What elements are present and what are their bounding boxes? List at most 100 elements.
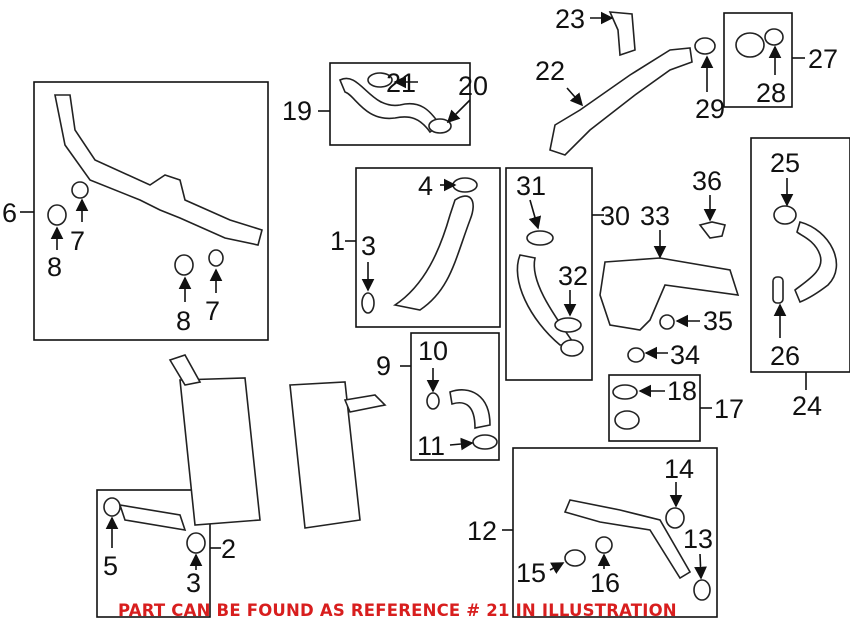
callout-36: 36	[692, 166, 722, 196]
callout-7: 7	[70, 226, 85, 256]
intake-pipe-part	[549, 47, 693, 156]
callout-11: 11	[417, 431, 445, 461]
hose-part	[794, 221, 838, 304]
clamp-part	[472, 434, 498, 450]
callout-22: 22	[535, 56, 565, 86]
elbow-hose-part	[449, 389, 491, 429]
o-ring-part	[186, 532, 206, 554]
clamp-part	[103, 497, 121, 517]
group-boxes	[33, 12, 850, 618]
grommet-part	[47, 204, 67, 226]
callout-20: 20	[458, 71, 488, 101]
intercooler-left-part	[179, 377, 261, 526]
o-ring-part	[361, 292, 375, 314]
callout-16: 16	[590, 568, 620, 598]
hose-end-part	[560, 339, 584, 357]
callout-8: 8	[176, 306, 191, 336]
box-ref-6	[33, 81, 269, 341]
grommet-part	[71, 181, 89, 199]
box-ref-19	[329, 62, 471, 146]
intercooler-inlet-part	[168, 354, 202, 386]
clamp-part	[452, 177, 478, 193]
grommet-part	[564, 549, 586, 567]
callout-30: 30	[600, 201, 630, 231]
leader-line-20	[446, 99, 471, 124]
callout-31: 31	[516, 171, 546, 201]
callout-13: 13	[683, 524, 713, 554]
o-ring-part	[693, 579, 711, 601]
callout-2: 2	[221, 534, 236, 564]
callout-23: 23	[555, 4, 585, 34]
box-ref-1	[355, 167, 501, 328]
callout-18: 18	[667, 376, 697, 406]
sensor-part	[698, 221, 726, 239]
clamp-part	[526, 230, 554, 246]
grommet-part	[208, 249, 224, 267]
callout-4: 4	[418, 171, 433, 201]
part-drawings	[47, 11, 838, 601]
grommet-part	[595, 536, 613, 554]
box-ref-27	[723, 12, 793, 108]
clamp-part	[367, 72, 393, 88]
box-ref-9	[410, 332, 500, 461]
callout-12: 12	[467, 516, 497, 546]
grommet-part	[665, 507, 685, 529]
clamp-part	[554, 317, 582, 333]
callout-7: 7	[205, 296, 220, 326]
clamp-part	[428, 118, 452, 134]
grommet-part	[627, 347, 645, 363]
o-ring-part	[426, 392, 440, 410]
intercooler-outlet-part	[343, 394, 387, 413]
callout-21: 21	[386, 68, 416, 98]
box-ref-2	[96, 489, 211, 618]
callout-35: 35	[703, 306, 733, 336]
clamp-part	[612, 384, 638, 400]
callout-3: 3	[186, 568, 201, 598]
callout-33: 33	[640, 201, 670, 231]
clamp-part	[764, 28, 784, 46]
callout-8: 8	[47, 252, 62, 282]
callout-3: 3	[361, 231, 376, 261]
clamp-part	[694, 37, 716, 55]
callout-24: 24	[792, 391, 822, 421]
intercooler-right-part	[289, 381, 361, 529]
coolant-pipe-part	[563, 499, 692, 580]
callout-5: 5	[103, 551, 118, 581]
part-reference-notice: PART CAN BE FOUND AS REFERENCE # 21 IN I…	[118, 601, 677, 620]
callout-1: 1	[330, 226, 345, 256]
hose-part	[118, 503, 187, 532]
leader-line-31	[528, 199, 542, 230]
intake-housing-part	[599, 257, 740, 331]
callout-32: 32	[558, 261, 588, 291]
leader-line-13	[694, 553, 707, 580]
callout-29: 29	[695, 94, 725, 124]
callout-9: 9	[376, 351, 391, 381]
callout-10: 10	[418, 336, 448, 366]
leader-line-15	[549, 562, 565, 574]
grommet-part	[659, 314, 675, 330]
callout-17: 17	[714, 394, 744, 424]
callout-6: 6	[2, 198, 17, 228]
callout-28: 28	[756, 78, 786, 108]
leader-line-22	[566, 87, 584, 107]
hose-part	[392, 195, 474, 311]
box-ref-12	[512, 447, 718, 618]
clip-part	[772, 276, 784, 304]
leader-line-11	[449, 437, 474, 451]
clamp-part	[773, 205, 797, 225]
callout-14: 14	[664, 454, 694, 484]
callout-25: 25	[770, 148, 800, 178]
callout-27: 27	[808, 44, 838, 74]
box-ref-24	[750, 137, 850, 373]
grommet-part	[174, 254, 194, 276]
leader-lines	[20, 11, 807, 580]
coupler-part	[614, 410, 640, 430]
callout-15: 15	[516, 558, 546, 588]
callout-26: 26	[770, 341, 800, 371]
callout-19: 19	[282, 96, 312, 126]
coolant-pipe-part	[54, 94, 263, 246]
box-ref-30	[505, 167, 593, 381]
